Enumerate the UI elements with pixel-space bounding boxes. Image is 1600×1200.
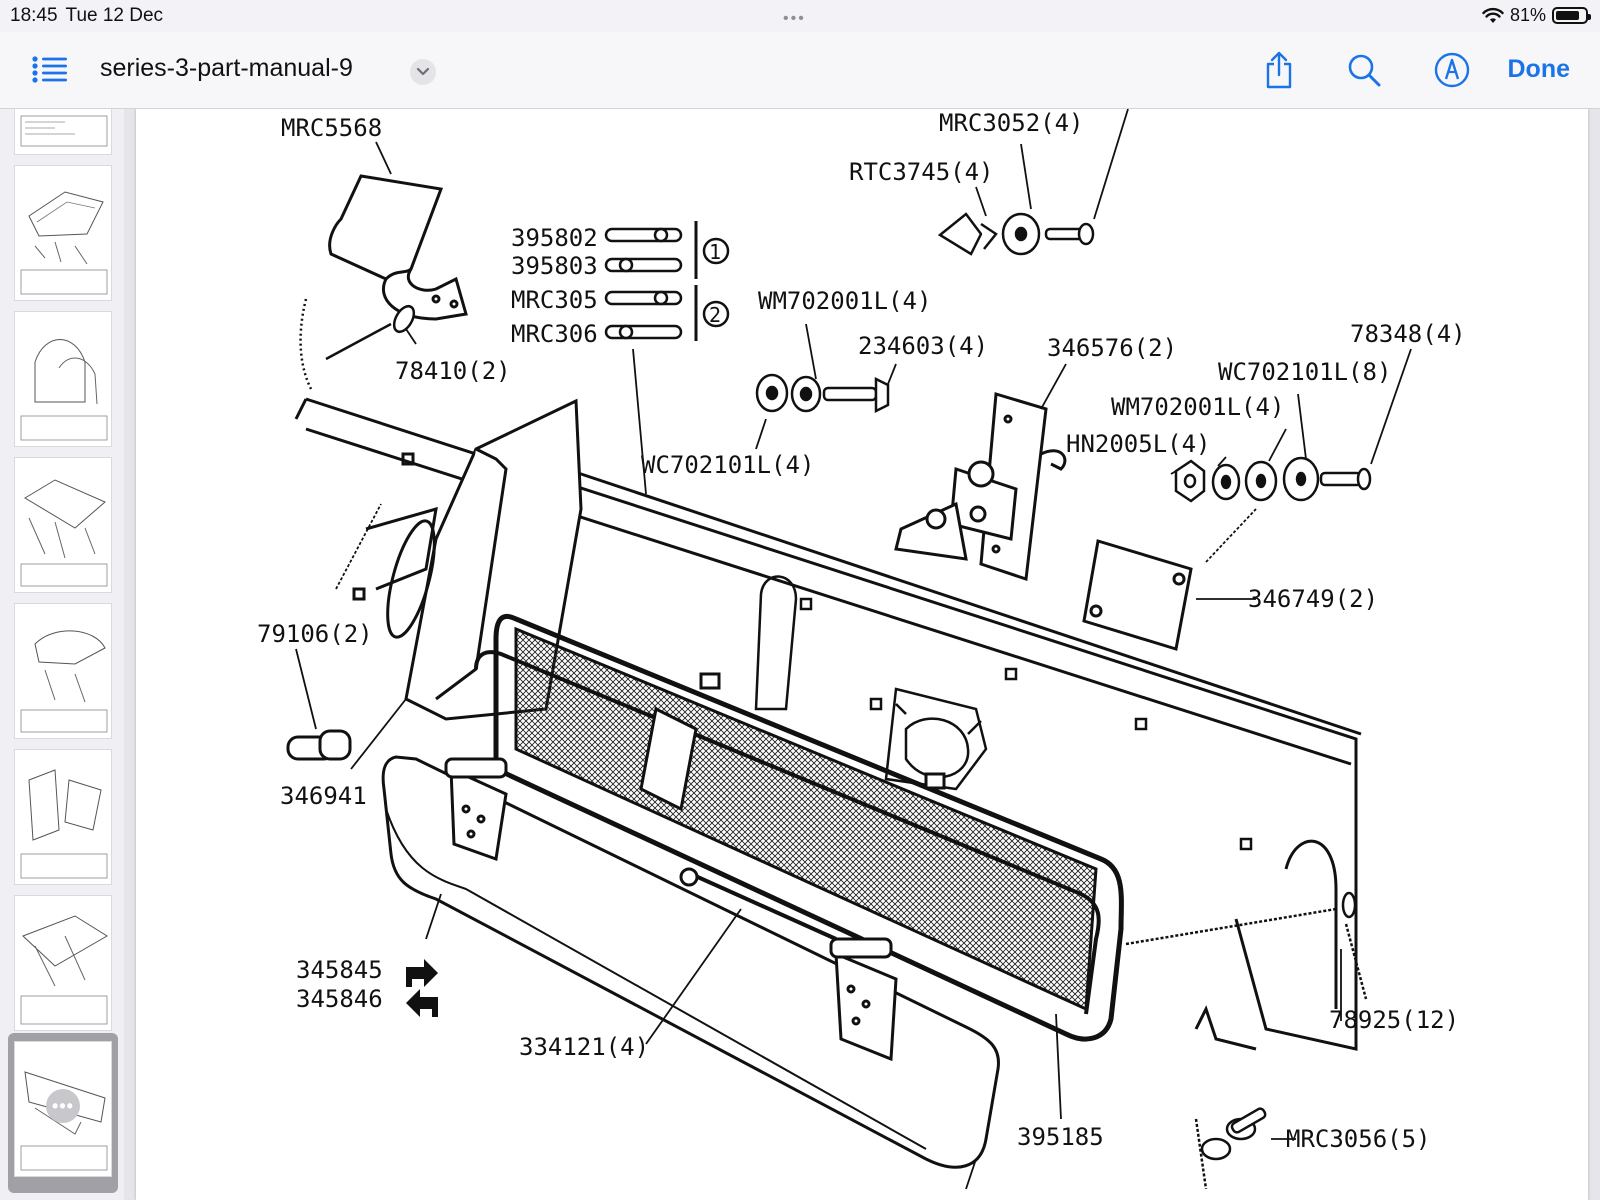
label-mrc305: MRC305 xyxy=(511,286,598,314)
rivet-drawing xyxy=(299,298,416,390)
label-78925: 78925(12) xyxy=(1329,1006,1459,1034)
latch-drawing xyxy=(894,392,1067,582)
label-rtc3745: RTC3745(4) xyxy=(849,158,994,186)
label-395185: 395185 xyxy=(1017,1123,1104,1151)
status-time: 18:45 Tue 12 Dec xyxy=(10,5,163,27)
page-thumbnail[interactable] xyxy=(14,165,112,301)
label-mrc306: MRC306 xyxy=(511,320,598,348)
multitasking-dots-icon[interactable]: ••• xyxy=(783,10,806,27)
page-thumbnail[interactable] xyxy=(14,749,112,885)
list-icon xyxy=(32,56,67,83)
done-button[interactable]: Done xyxy=(1507,55,1571,83)
page-thumbnail[interactable] xyxy=(14,457,112,593)
status-bar: 18:45 Tue 12 Dec ••• 81% xyxy=(0,0,1600,32)
search-button[interactable] xyxy=(1342,48,1386,92)
emblem-drawing xyxy=(895,703,982,779)
thumbnail-preview xyxy=(20,339,108,441)
label-hn2005l: HN2005L(4) xyxy=(1066,430,1211,458)
search-icon xyxy=(1348,54,1381,87)
markup-button[interactable] xyxy=(1430,48,1474,92)
strap-bars-drawing xyxy=(604,221,730,341)
page-thumbnail[interactable] xyxy=(14,311,112,447)
document-viewer[interactable]: MRC5568 MRC3052(4) RTC3745(4) 395802 395… xyxy=(124,109,1600,1200)
parts-diagram: MRC5568 MRC3052(4) RTC3745(4) 395802 395… xyxy=(257,109,1466,1190)
thumbnail-preview xyxy=(20,915,108,1025)
more-options-icon[interactable]: ••• xyxy=(46,1089,80,1123)
label-mrc3056: MRC3056(5) xyxy=(1286,1125,1431,1153)
label-234603: 234603(4) xyxy=(858,332,988,360)
label-78410: 78410(2) xyxy=(395,357,511,385)
label-wm702001l-upper: WM702001L(4) xyxy=(758,287,931,315)
nut-washer-stack-drawing xyxy=(1174,456,1372,503)
bump-stop-drawing xyxy=(286,729,352,761)
hinge-strap-drawing xyxy=(328,174,468,321)
battery-percent: 81% xyxy=(1509,5,1546,25)
label-group-2: 2 xyxy=(709,303,721,327)
status-indicators: 81% xyxy=(1482,5,1591,26)
share-icon xyxy=(1266,51,1292,89)
markup-pen-icon xyxy=(1434,52,1470,88)
document-toolbar: series-3-part-manual-9 Done xyxy=(0,32,1600,109)
thumbnail-preview xyxy=(20,1071,108,1171)
label-group-1: 1 xyxy=(709,240,721,264)
battery-fill xyxy=(1556,11,1579,20)
thumbnail-preview xyxy=(20,115,108,147)
mesh-screen-drawing xyxy=(474,614,1124,1042)
thumbnail-preview xyxy=(20,769,108,879)
rivet-78925-drawing xyxy=(1125,891,1368,1000)
label-346576: 346576(2) xyxy=(1047,334,1177,362)
thumbnail-preview xyxy=(20,479,108,587)
fastener-drawing xyxy=(937,212,1095,256)
label-78348: 78348(4) xyxy=(1350,320,1466,348)
title-menu-button[interactable] xyxy=(410,59,436,85)
bolt-mrc3056-drawing xyxy=(1194,1107,1267,1190)
flap-door-drawing xyxy=(381,755,1001,1169)
label-345845: 345845 xyxy=(296,956,383,984)
pdf-page: MRC5568 MRC3052(4) RTC3745(4) 395802 395… xyxy=(136,109,1588,1200)
label-345846: 345846 xyxy=(296,985,383,1013)
leader-lines xyxy=(295,109,1412,1190)
wifi-icon xyxy=(1482,7,1504,23)
panel-slots-drawing xyxy=(754,575,1253,851)
label-wm702001l-lower: WM702001L(4) xyxy=(1111,393,1284,421)
table-of-contents-button[interactable] xyxy=(28,48,72,92)
clock: 18:45 xyxy=(10,5,58,26)
share-button[interactable] xyxy=(1257,48,1301,92)
label-mrc3052: MRC3052(4) xyxy=(939,109,1084,137)
label-395802: 395802 xyxy=(511,224,598,252)
thumbnail-preview xyxy=(20,191,108,295)
label-346749: 346749(2) xyxy=(1248,585,1378,613)
thumbnail-preview xyxy=(20,630,108,733)
chevron-down-icon xyxy=(416,67,430,76)
battery-tip xyxy=(1588,14,1591,20)
page-thumbnails-sidebar[interactable]: ••• xyxy=(0,109,124,1200)
cover-plate-drawing xyxy=(1082,539,1193,651)
label-334121: 334121(4) xyxy=(519,1033,649,1061)
label-395803: 395803 xyxy=(511,252,598,280)
label-346941: 346941 xyxy=(280,782,367,810)
label-mrc5568: MRC5568 xyxy=(281,114,382,142)
handed-arrows-drawing xyxy=(406,959,438,1017)
label-wc702101l-4: WC702101L(4) xyxy=(641,451,814,479)
label-79106: 79106(2) xyxy=(257,620,373,648)
page-thumbnail[interactable] xyxy=(14,109,112,155)
date: Tue 12 Dec xyxy=(65,5,164,26)
document-title[interactable]: series-3-part-manual-9 xyxy=(100,54,353,82)
page-thumbnail[interactable] xyxy=(14,603,112,739)
washer-bolt-drawing xyxy=(755,373,890,414)
part-labels: MRC5568 MRC3052(4) RTC3745(4) 395802 395… xyxy=(257,109,1466,1153)
label-wc702101l-8: WC702101L(8) xyxy=(1218,358,1391,386)
battery-icon xyxy=(1552,7,1591,24)
page-thumbnail[interactable] xyxy=(14,895,112,1031)
